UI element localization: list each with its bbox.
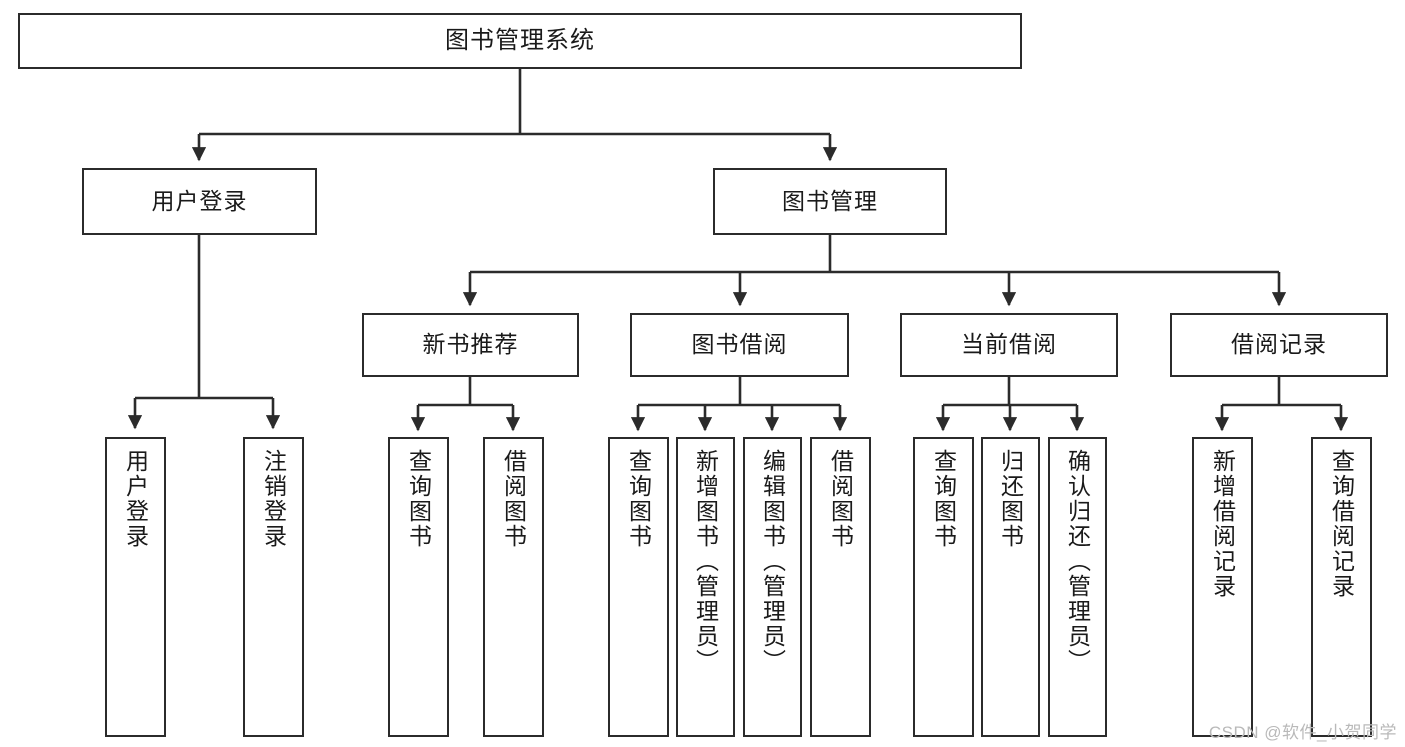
node-user-login[interactable]: 用户登录 <box>82 168 317 235</box>
node-current-borrow[interactable]: 当前借阅 <box>900 313 1118 377</box>
node-leaf-edit-book-label: 编辑图书（管理员） <box>759 449 786 674</box>
node-new-book-recommend[interactable]: 新书推荐 <box>362 313 579 377</box>
node-book-borrow[interactable]: 图书借阅 <box>630 313 849 377</box>
node-leaf-query-record[interactable]: 查询借阅记录 <box>1311 437 1372 737</box>
node-leaf-borrow-book-2-label: 借阅图书 <box>827 449 854 549</box>
node-leaf-borrow-book-1[interactable]: 借阅图书 <box>483 437 544 737</box>
node-root[interactable]: 图书管理系统 <box>18 13 1022 69</box>
node-leaf-user-login-label: 用户登录 <box>122 449 149 549</box>
node-leaf-query-book-3-label: 查询图书 <box>930 449 957 549</box>
node-leaf-query-record-label: 查询借阅记录 <box>1328 449 1355 599</box>
node-leaf-confirm-return[interactable]: 确认归还（管理员） <box>1048 437 1107 737</box>
node-leaf-add-record-label: 新增借阅记录 <box>1209 449 1236 599</box>
node-leaf-logout[interactable]: 注销登录 <box>243 437 304 737</box>
node-user-login-label: 用户登录 <box>151 187 248 214</box>
node-new-book-recommend-label: 新书推荐 <box>422 331 519 358</box>
node-leaf-borrow-book-2[interactable]: 借阅图书 <box>810 437 871 737</box>
node-leaf-edit-book[interactable]: 编辑图书（管理员） <box>743 437 802 737</box>
node-book-manage-label: 图书管理 <box>782 187 878 214</box>
node-book-borrow-label: 图书借阅 <box>691 331 788 358</box>
node-leaf-query-book-2[interactable]: 查询图书 <box>608 437 669 737</box>
node-leaf-query-book-1-label: 查询图书 <box>405 449 432 549</box>
node-book-manage[interactable]: 图书管理 <box>713 168 947 235</box>
node-leaf-user-login[interactable]: 用户登录 <box>105 437 166 737</box>
node-leaf-add-book[interactable]: 新增图书（管理员） <box>676 437 735 737</box>
node-root-label: 图书管理系统 <box>445 26 595 54</box>
node-leaf-query-book-1[interactable]: 查询图书 <box>388 437 449 737</box>
node-current-borrow-label: 当前借阅 <box>961 331 1057 358</box>
node-borrow-record-label: 借阅记录 <box>1231 331 1327 358</box>
node-leaf-return-book[interactable]: 归还图书 <box>981 437 1040 737</box>
csdn-watermark: CSDN @软件_小贺同学 <box>1208 723 1397 742</box>
node-leaf-add-record[interactable]: 新增借阅记录 <box>1192 437 1253 737</box>
node-leaf-confirm-return-label: 确认归还（管理员） <box>1064 449 1091 674</box>
node-leaf-borrow-book-1-label: 借阅图书 <box>500 449 527 549</box>
node-leaf-add-book-label: 新增图书（管理员） <box>692 449 719 674</box>
node-leaf-logout-label: 注销登录 <box>260 449 287 549</box>
node-leaf-query-book-2-label: 查询图书 <box>625 449 652 549</box>
node-leaf-return-book-label: 归还图书 <box>997 449 1024 549</box>
node-leaf-query-book-3[interactable]: 查询图书 <box>913 437 974 737</box>
node-borrow-record[interactable]: 借阅记录 <box>1170 313 1388 377</box>
